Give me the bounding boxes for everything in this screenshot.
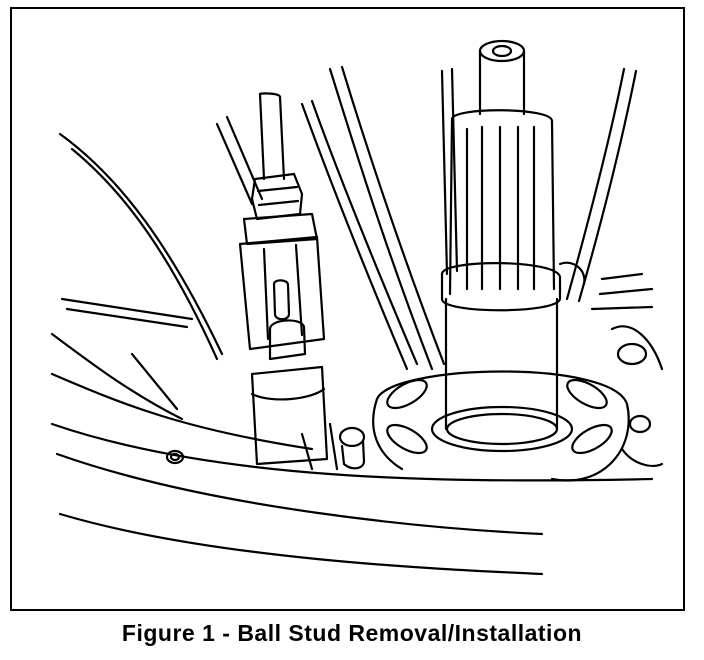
hub-flange [300,370,630,482]
figure-caption: Figure 1 - Ball Stud Removal/Installatio… [121,620,583,646]
right-brackets [590,272,664,467]
splined-shaft [430,39,574,453]
right-rods [440,67,638,303]
figure-illustration [10,7,685,611]
ball-stud-drawing [50,39,664,576]
housing-arcs [50,332,654,576]
ball-stud-remover-tool [215,92,329,466]
left-struts [58,132,224,411]
center-bars [300,65,446,371]
